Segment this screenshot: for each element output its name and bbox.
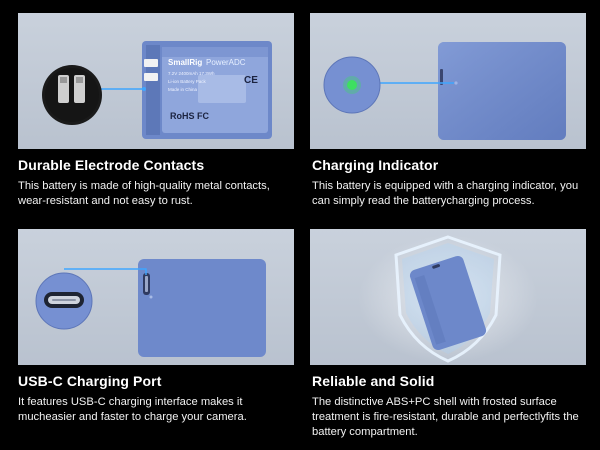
feature-description: This battery is equipped with a charging… <box>312 180 579 207</box>
label-model: PowerADC <box>206 58 246 67</box>
ce-mark: CE <box>244 75 258 86</box>
shield-illustration <box>358 235 538 363</box>
feature-caption-usb-c: USB-C Charging Port It features USB-C ch… <box>18 373 298 425</box>
charging-indicator-image <box>310 13 586 149</box>
rohs-mark: RoHS FC <box>170 111 209 121</box>
feature-description: This battery is made of high-quality met… <box>18 180 270 207</box>
electrode-contacts-image: SmallRig PowerADC 7.2V 2400mAh 17.3Wh Li… <box>18 13 294 149</box>
usb-c-illustration <box>35 259 266 357</box>
shield-battery-image <box>310 229 586 365</box>
feature-title: Durable Electrode Contacts <box>18 157 205 173</box>
usb-c-port-image <box>18 229 294 365</box>
label-line-3: Made in China <box>168 87 198 92</box>
feature-description: The distinctive ABS+PC shell with froste… <box>312 396 579 438</box>
feature-caption-contacts: Durable Electrode Contacts This battery … <box>18 157 298 209</box>
feature-title: Reliable and Solid <box>312 373 435 389</box>
feature-description: It features USB-C charging interface mak… <box>18 396 247 423</box>
label-line-2: Li-ion Battery Pack <box>168 79 206 84</box>
label-brand: SmallRig <box>168 58 203 67</box>
feature-title: Charging Indicator <box>312 157 439 173</box>
battery-label-illustration <box>42 41 272 139</box>
charging-indicator-illustration <box>323 42 566 140</box>
feature-caption-indicator: Charging Indicator This battery is equip… <box>312 157 592 209</box>
label-line-1: 7.2V 2400mAh 17.3Wh <box>168 71 215 76</box>
feature-title: USB-C Charging Port <box>18 373 162 389</box>
feature-caption-reliable: Reliable and Solid The distinctive ABS+P… <box>312 373 592 440</box>
